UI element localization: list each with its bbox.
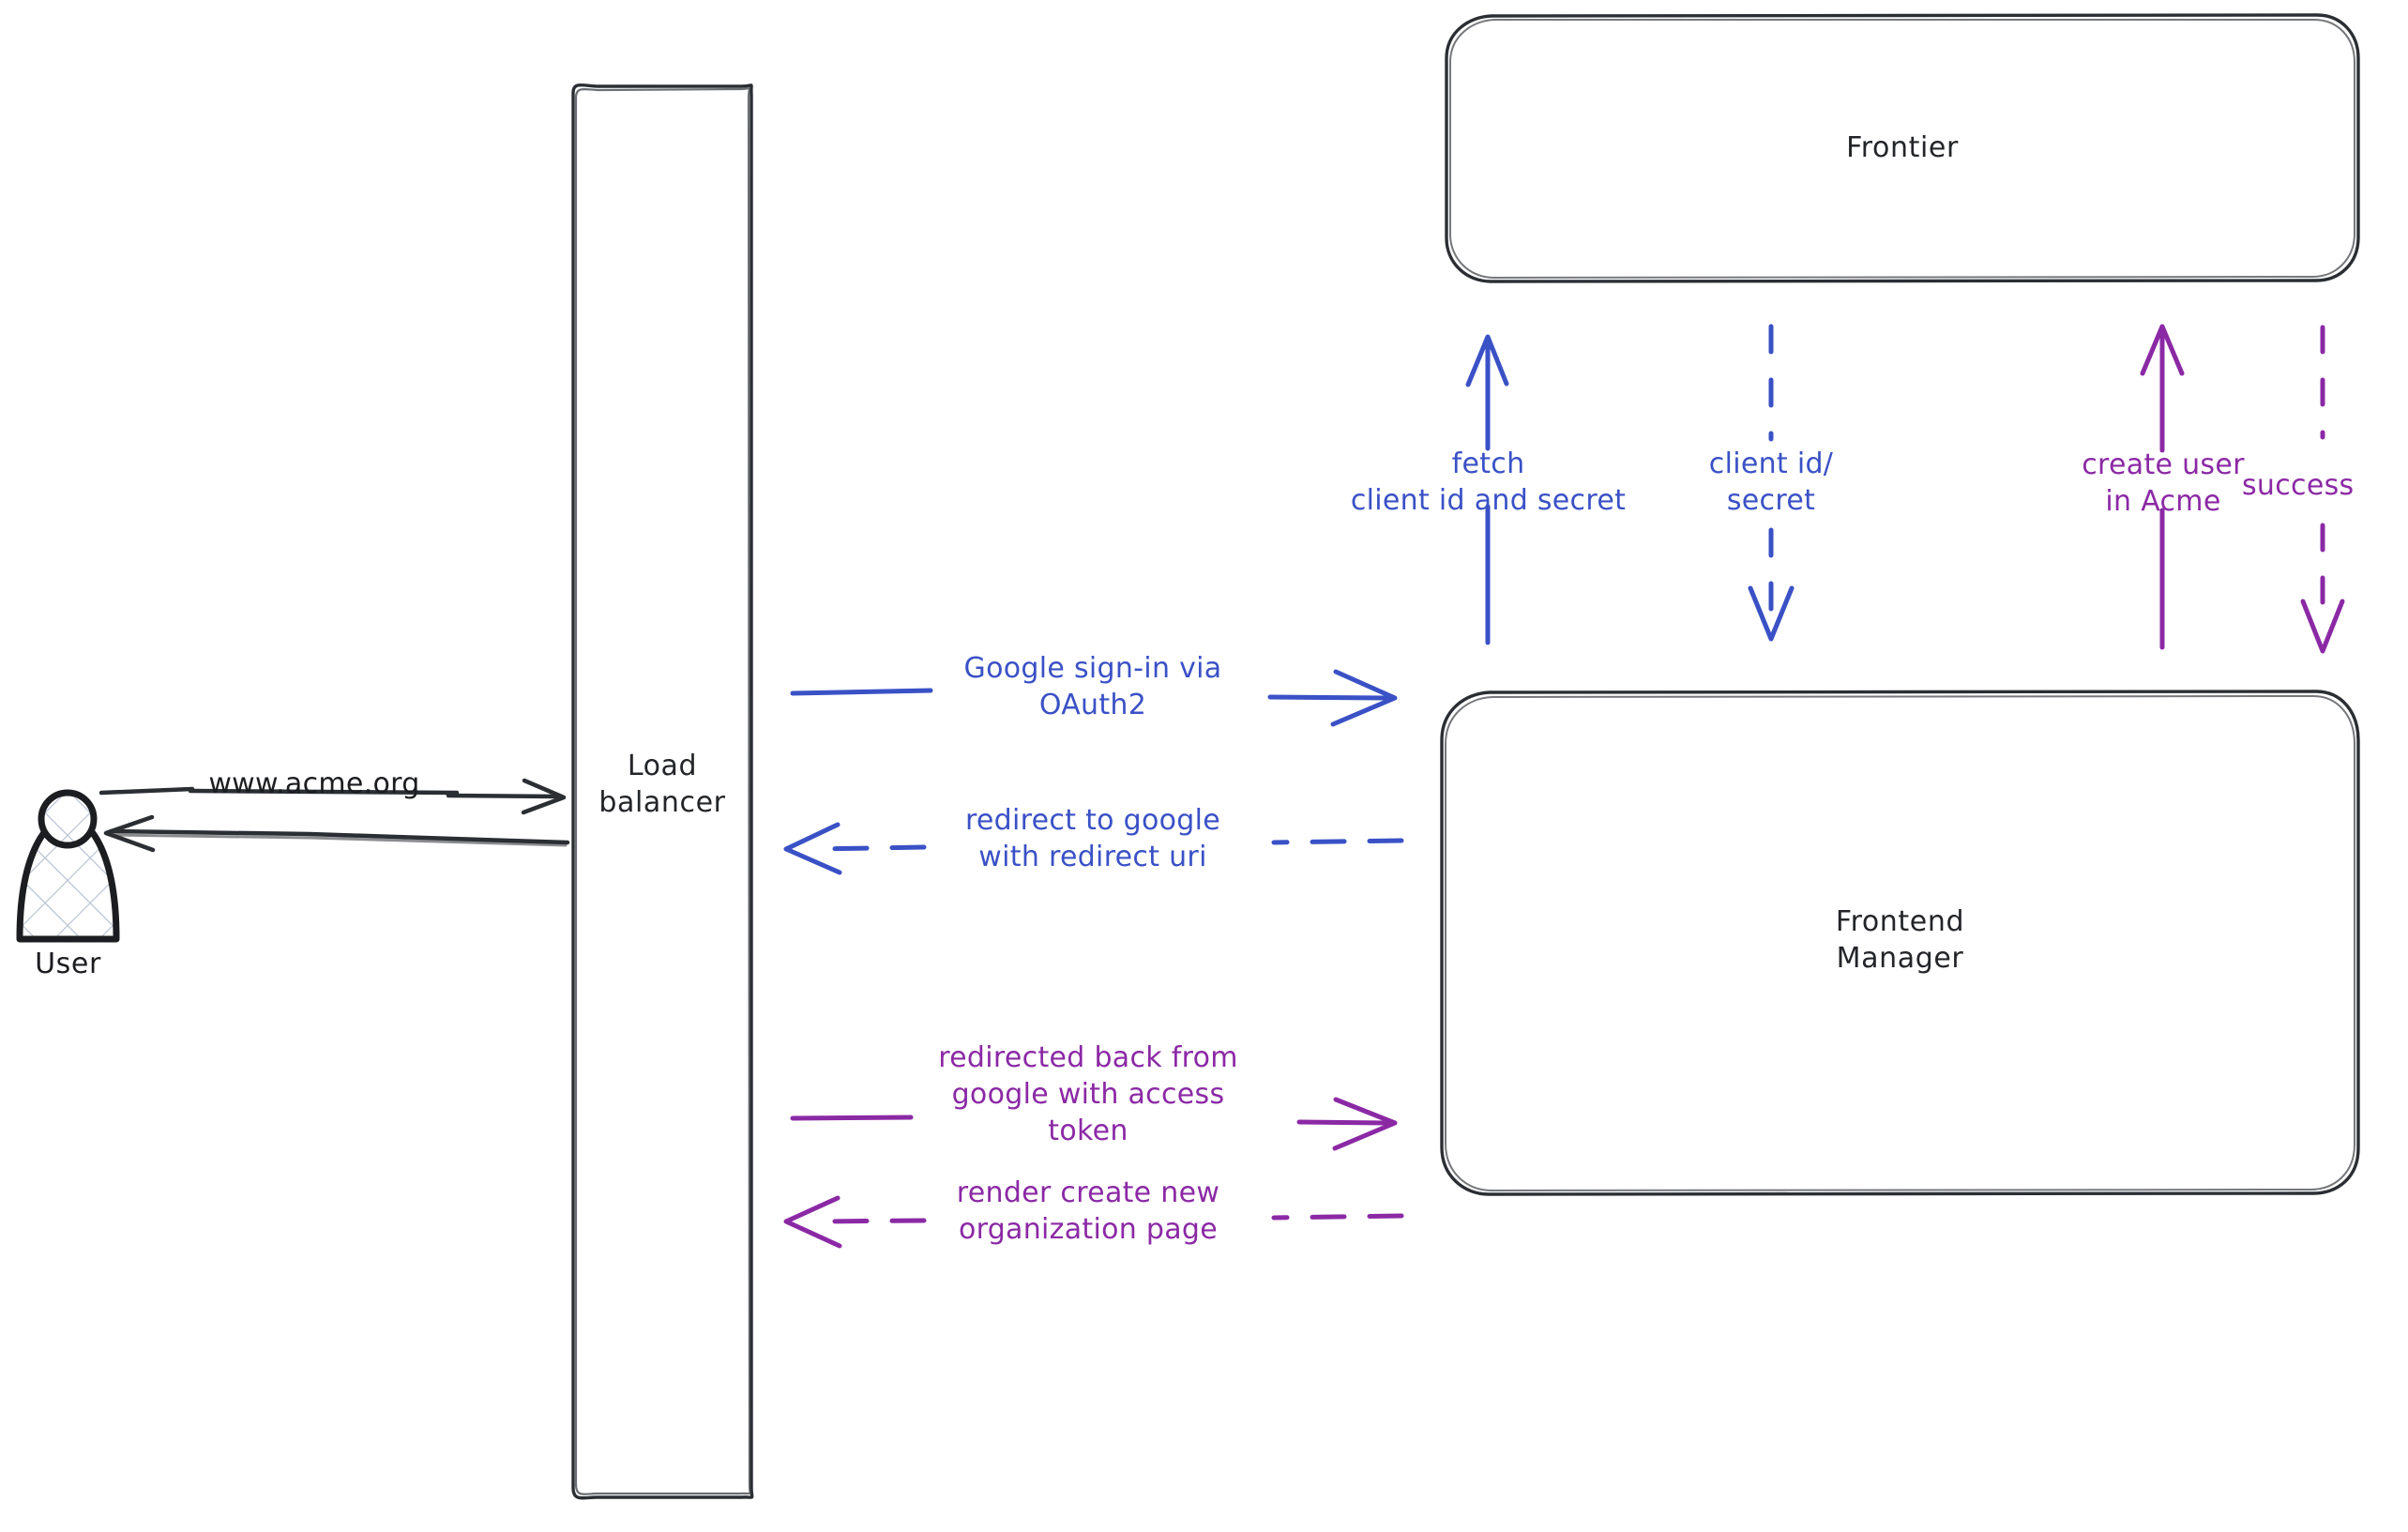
edge-success-arrow [2300, 325, 2345, 654]
edge-load-balancer-to-user-arrow [103, 814, 570, 853]
edge-redirected-back-from-google-arrow [790, 1097, 1398, 1151]
frontier-label: Frontier [1846, 131, 1959, 164]
edge-label-create-user-in-acme: create user in Acme [2082, 448, 2245, 518]
edge-label-client-id-secret: client id/ secret [1708, 447, 1834, 517]
edge-label-redirect-to-google: redirect to google with redirect uri [964, 804, 1221, 873]
edge-label-fetch-client-id-and-secret: fetch client id and secret [1350, 447, 1627, 517]
frontend-manager-shape [1440, 690, 2360, 1196]
edge-label-redirected-back-from-google: redirected back from google with access … [938, 1041, 1238, 1147]
edge-google-signin-oauth2-arrow [790, 669, 1398, 727]
edge-render-create-new-organization-page-arrow [783, 1195, 1404, 1249]
edge-client-id-secret-arrow [1748, 324, 1795, 642]
user-actor-label: User [35, 948, 101, 980]
frontend-manager-label: Frontend Manager [1835, 905, 1965, 975]
load-balancer-label: Load balancer [598, 750, 726, 819]
load-balancer-shape [571, 83, 754, 1500]
edge-label-render-create-new-organization-page: render create new organization page [956, 1176, 1220, 1246]
edge-label-google-signin-oauth2: Google sign-in via OAuth2 [963, 652, 1222, 721]
edge-label-www-acme-org: www.acme.org [208, 767, 420, 800]
edge-user-to-load-balancer-arrow [98, 778, 567, 815]
edge-label-success: success [2242, 469, 2355, 502]
frontier-shape [1445, 13, 2360, 283]
person-icon [16, 789, 120, 943]
edge-fetch-client-id-and-secret-arrow [1465, 334, 1509, 645]
edge-create-user-in-acme-arrow [2140, 324, 2185, 650]
edge-redirect-to-google-arrow [783, 822, 1404, 875]
